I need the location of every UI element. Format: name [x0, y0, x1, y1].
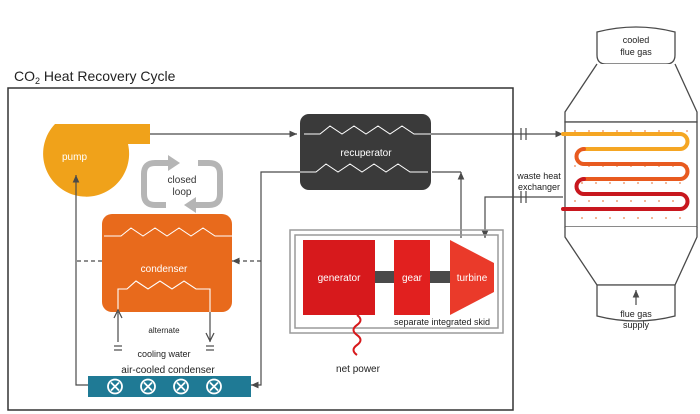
- air-cooled-condenser: air-cooled condenser: [88, 365, 251, 397]
- flow-line-recuperator-aircooled: [251, 171, 300, 389]
- condenser-label: condenser: [141, 264, 188, 275]
- skid-label: separate integrated skid: [394, 317, 490, 327]
- fan-icon: [140, 378, 156, 395]
- exchanger-coil: [561, 132, 690, 211]
- fan-icon: [173, 378, 189, 395]
- recuperator: recuperator: [300, 114, 431, 190]
- condenser-zigzag: [104, 227, 232, 237]
- exchanger-label-2: exchanger: [518, 182, 560, 192]
- condenser: condenser: [102, 214, 232, 323]
- integrated-skid: generator gear turbine separate integrat…: [289, 229, 504, 334]
- condenser-body: [102, 214, 232, 312]
- exchanger-bottom-label-2: supply: [623, 320, 650, 330]
- fan-icon: [206, 378, 222, 395]
- pipe-break-top: [520, 128, 527, 140]
- gear-label: gear: [402, 273, 423, 284]
- skid-outer-frame: [289, 229, 504, 334]
- recuperator-label: recuperator: [340, 148, 392, 159]
- page-title: CO2 Heat Recovery Cycle: [14, 68, 176, 86]
- fan-icon: [107, 378, 123, 395]
- waste-heat-exchanger: cooled flue gas flue gas supply: [561, 26, 698, 330]
- net-power-label: net power: [336, 364, 381, 375]
- flow-line-aircooled-pump: [72, 175, 88, 386]
- generator-body: [303, 240, 375, 315]
- exchanger-bottom-label-1: flue gas: [620, 309, 652, 319]
- turbine-body: [450, 240, 494, 315]
- recuperator-body: [300, 114, 431, 190]
- closed-loop-icon: closed loop: [141, 155, 223, 213]
- alt-cooling-label-2: cooling water: [137, 349, 190, 359]
- generator-label: generator: [318, 273, 361, 284]
- net-power-squiggle: [352, 314, 362, 356]
- pump-body: [43, 124, 151, 197]
- skid-inner-frame: [294, 234, 499, 329]
- exchanger-top-cap: [596, 26, 676, 65]
- closed-loop-label-1: closed: [168, 175, 197, 186]
- pipe-break-bottom: [520, 191, 527, 203]
- turbine-label: turbine: [457, 273, 488, 284]
- pump: pump: [43, 124, 151, 197]
- cooling-water-coil: [117, 280, 211, 323]
- flow-line-exchanger-turbine: [481, 196, 563, 238]
- recuperator-zigzag-top: [304, 125, 431, 135]
- cycle-frame: [7, 87, 514, 411]
- cooling-water-connections: [113, 308, 215, 351]
- exchanger-upper-taper: [564, 63, 698, 123]
- alt-cooling-label-1: alternate: [148, 326, 180, 335]
- exchanger-core: [564, 121, 698, 228]
- gear-body: [394, 240, 430, 315]
- exchanger-lower-taper: [564, 227, 698, 286]
- exchanger-label-1: waste heat: [516, 171, 561, 181]
- air-cooled-label: air-cooled condenser: [121, 365, 215, 376]
- exchanger-top-label-1: cooled: [623, 35, 650, 45]
- pump-label: pump: [62, 152, 87, 163]
- exchanger-top-label-2: flue gas: [620, 47, 652, 57]
- recuperator-zigzag-bottom: [300, 163, 428, 173]
- closed-loop-label-2: loop: [173, 187, 192, 198]
